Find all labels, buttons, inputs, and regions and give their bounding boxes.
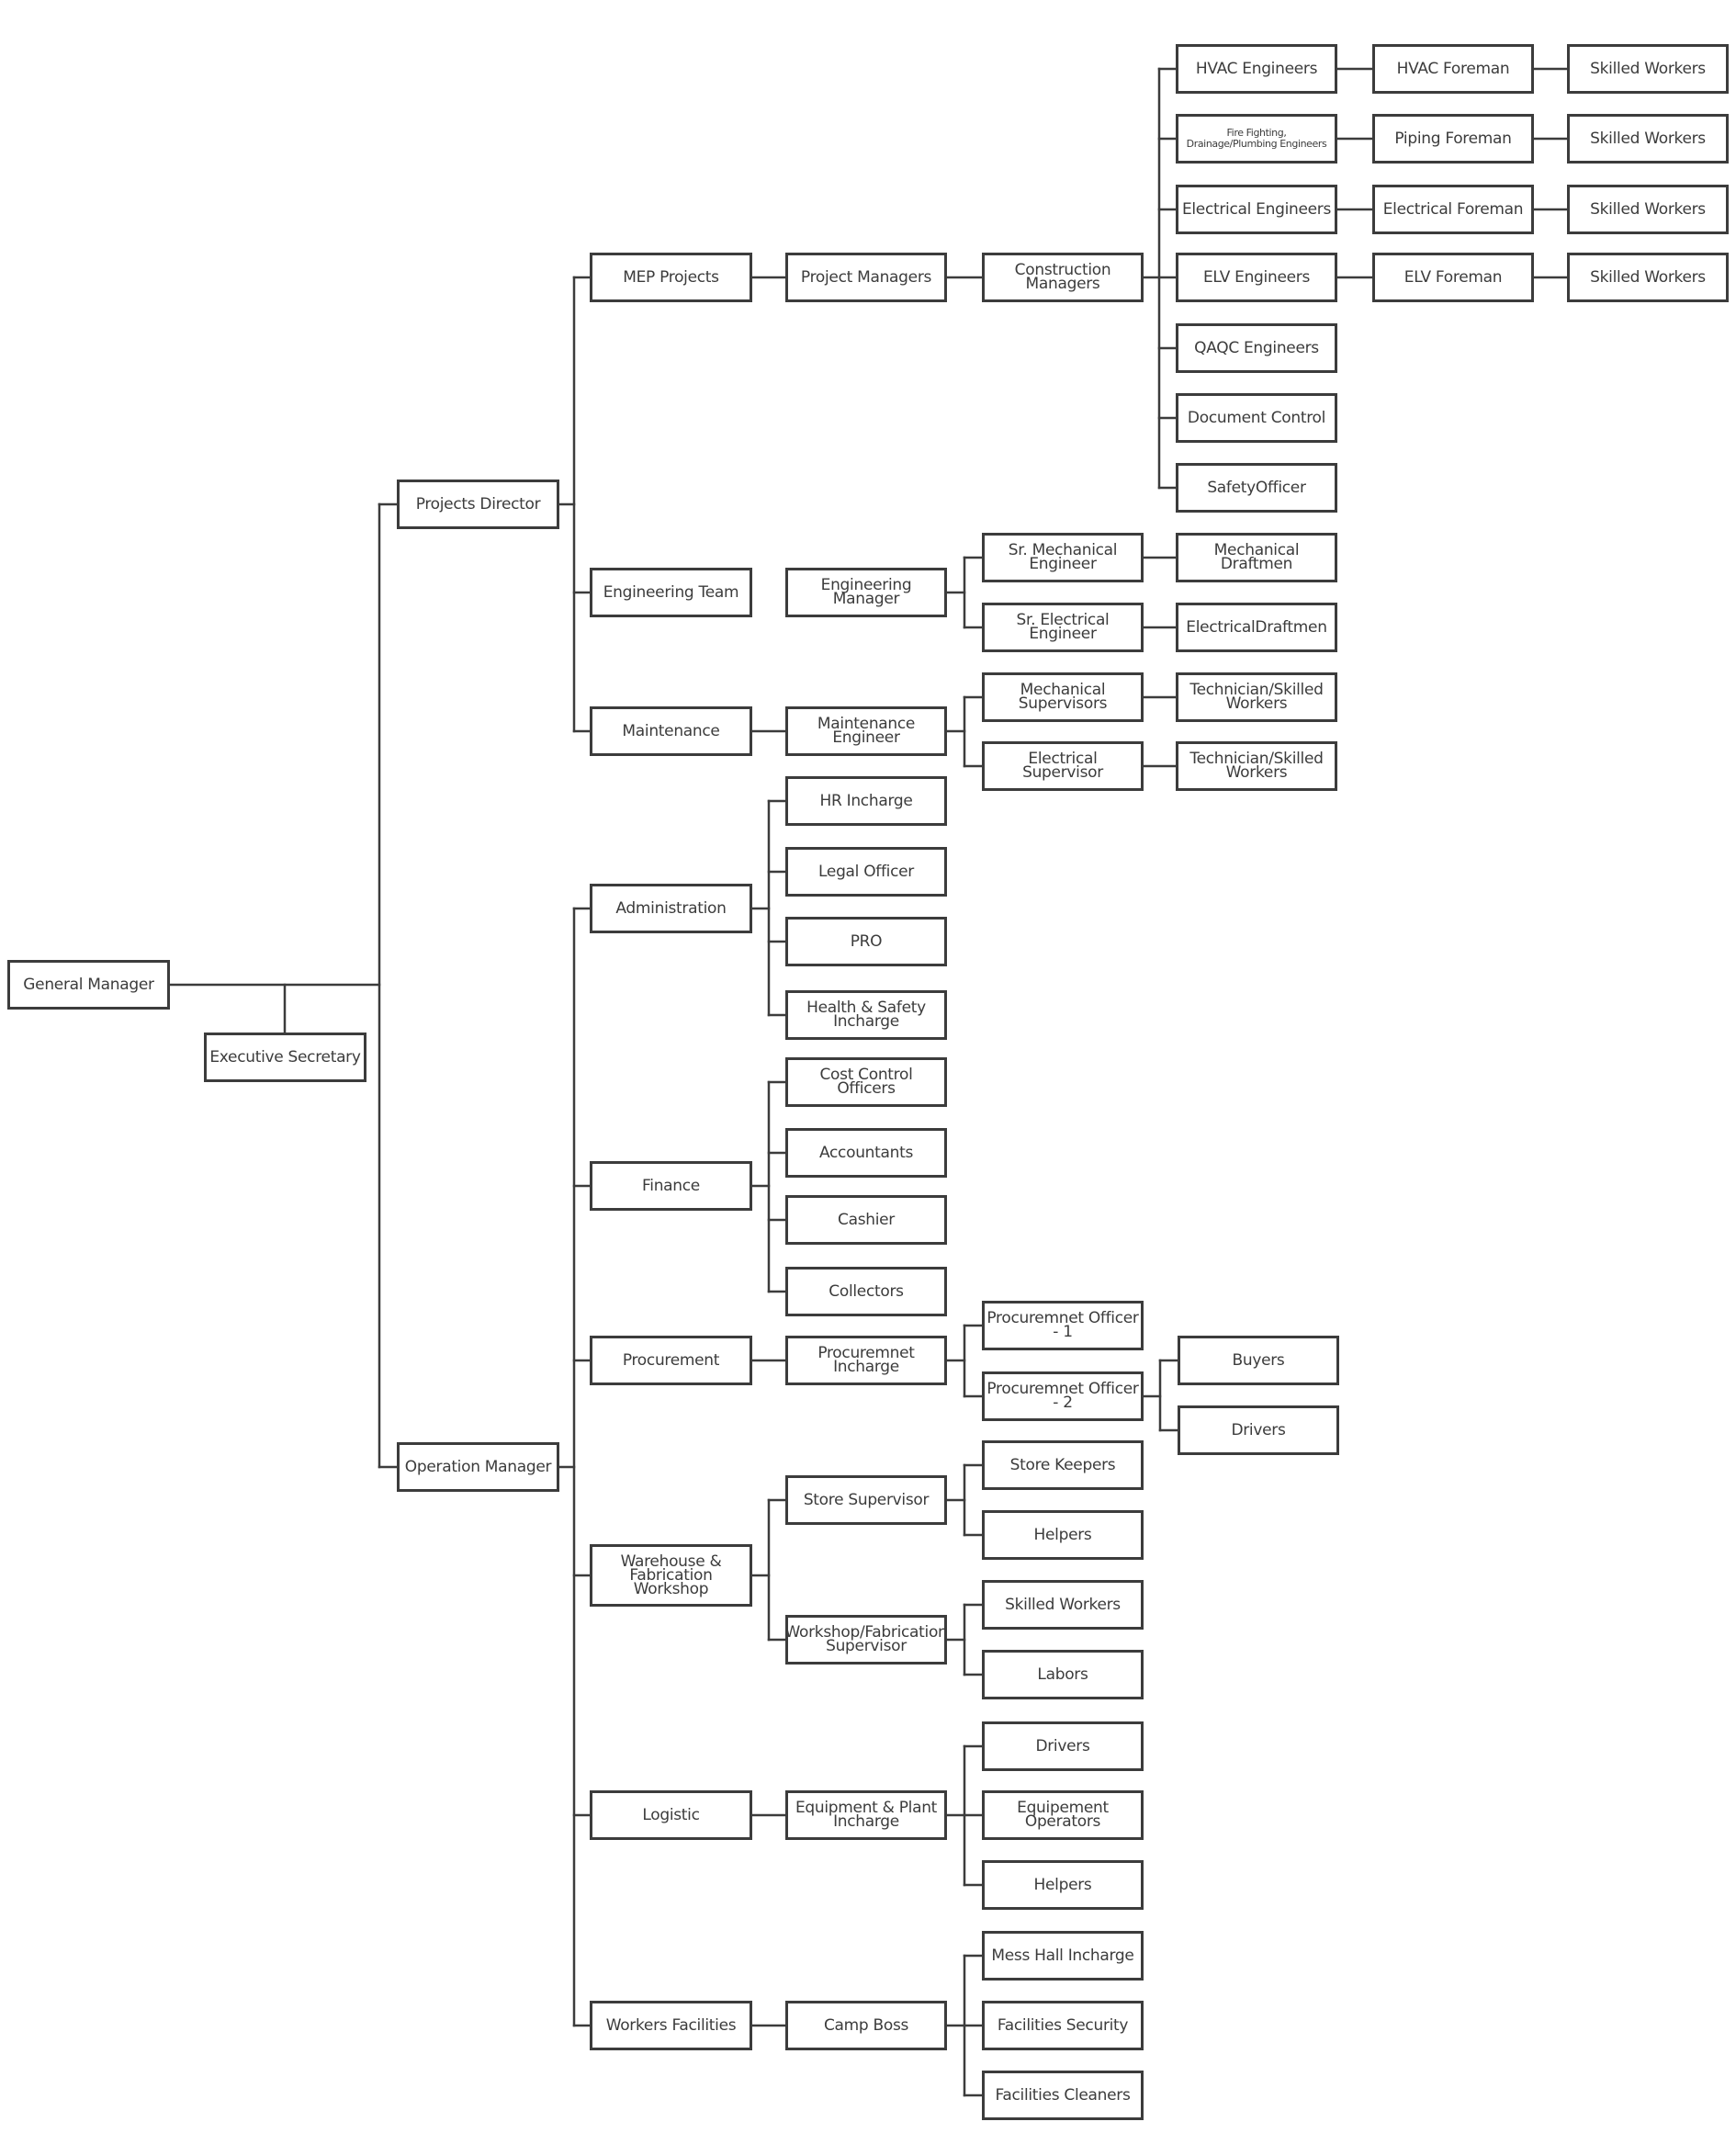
node-pro: PRO — [785, 917, 947, 966]
node-workshop-skilled-workers: Skilled Workers — [982, 1580, 1144, 1630]
node-health-safety-incharge: Health & Safety Incharge — [785, 990, 947, 1040]
node-fire-fighting-engineers: Fire Fighting, Drainage/Plumbing Enginee… — [1176, 114, 1337, 164]
node-store-keepers: Store Keepers — [982, 1440, 1144, 1490]
node-executive-secretary: Executive Secretary — [204, 1033, 366, 1082]
node-facilities-cleaners: Facilities Cleaners — [982, 2071, 1144, 2120]
node-general-manager: General Manager — [7, 960, 170, 1010]
node-hvac-engineers: HVAC Engineers — [1176, 44, 1337, 94]
node-piping-foreman: Piping Foreman — [1372, 114, 1534, 164]
node-legal-officer: Legal Officer — [785, 847, 947, 897]
node-elv-foreman: ELV Foreman — [1372, 253, 1534, 302]
node-electrical-supervisor: Electrical Supervisor — [982, 741, 1144, 791]
node-logistic-drivers: Drivers — [982, 1721, 1144, 1771]
node-warehouse-fabrication: Warehouse & Fabrication Workshop — [590, 1544, 752, 1607]
node-technician-skilled-workers-1: Technician/Skilled Workers — [1176, 672, 1337, 722]
node-sr-mechanical-engineer: Sr. Mechanical Engineer — [982, 533, 1144, 582]
node-warehouse-helpers: Helpers — [982, 1510, 1144, 1560]
node-skilled-workers-electrical: Skilled Workers — [1567, 185, 1729, 234]
node-skilled-workers-piping: Skilled Workers — [1567, 114, 1729, 164]
node-mechanical-draftmen: Mechanical Draftmen — [1176, 533, 1337, 582]
node-camp-boss: Camp Boss — [785, 2001, 947, 2050]
node-skilled-workers-elv: Skilled Workers — [1567, 253, 1729, 302]
node-project-managers: Project Managers — [785, 253, 947, 302]
node-elv-engineers: ELV Engineers — [1176, 253, 1337, 302]
node-procurement: Procurement — [590, 1336, 752, 1385]
node-engineering-manager: Engineering Manager — [785, 568, 947, 617]
node-labors: Labors — [982, 1650, 1144, 1699]
node-store-supervisor: Store Supervisor — [785, 1475, 947, 1525]
node-projects-director: Projects Director — [397, 480, 559, 529]
node-mechanical-supervisors: Mechanical Supervisors — [982, 672, 1144, 722]
node-logistic: Logistic — [590, 1790, 752, 1840]
node-procurement-officer-1: Procuremnet Officer - 1 — [982, 1301, 1144, 1350]
node-cashier: Cashier — [785, 1195, 947, 1245]
node-equipment-plant-incharge: Equipment & Plant Incharge — [785, 1790, 947, 1840]
node-facilities-security: Facilities Security — [982, 2001, 1144, 2050]
node-administration: Administration — [590, 884, 752, 933]
node-maintenance-engineer: Maintenance Engineer — [785, 706, 947, 756]
node-equipment-operators: Equipement Operators — [982, 1790, 1144, 1840]
node-electrical-foreman: Electrical Foreman — [1372, 185, 1534, 234]
node-accountants: Accountants — [785, 1128, 947, 1178]
node-hvac-foreman: HVAC Foreman — [1372, 44, 1534, 94]
node-technician-skilled-workers-2: Technician/Skilled Workers — [1176, 741, 1337, 791]
node-skilled-workers-hvac: Skilled Workers — [1567, 44, 1729, 94]
node-mess-hall-incharge: Mess Hall Incharge — [982, 1931, 1144, 1981]
node-buyers: Buyers — [1178, 1336, 1339, 1385]
node-engineering-team: Engineering Team — [590, 568, 752, 617]
node-procurement-drivers: Drivers — [1178, 1405, 1339, 1455]
node-maintenance: Maintenance — [590, 706, 752, 756]
node-procurement-incharge: Procuremnet Incharge — [785, 1336, 947, 1385]
node-sr-electrical-engineer: Sr. Electrical Engineer — [982, 603, 1144, 652]
node-collectors: Collectors — [785, 1267, 947, 1316]
node-electrical-draftmen: ElectricalDraftmen — [1176, 603, 1337, 652]
node-logistic-helpers: Helpers — [982, 1860, 1144, 1910]
node-workshop-supervisor: Workshop/Fabrication Supervisor — [785, 1615, 947, 1665]
node-procurement-officer-2: Procuremnet Officer - 2 — [982, 1371, 1144, 1421]
node-safety-officer: SafetyOfficer — [1176, 463, 1337, 513]
node-electrical-engineers: Electrical Engineers — [1176, 185, 1337, 234]
node-finance: Finance — [590, 1161, 752, 1211]
node-operation-manager: Operation Manager — [397, 1442, 559, 1492]
node-qaqc-engineers: QAQC Engineers — [1176, 323, 1337, 373]
node-cost-control-officers: Cost Control Officers — [785, 1057, 947, 1107]
node-workers-facilities: Workers Facilities — [590, 2001, 752, 2050]
node-construction-managers: Construction Managers — [982, 253, 1144, 302]
node-hr-incharge: HR Incharge — [785, 776, 947, 826]
node-mep-projects: MEP Projects — [590, 253, 752, 302]
node-document-control: Document Control — [1176, 393, 1337, 443]
